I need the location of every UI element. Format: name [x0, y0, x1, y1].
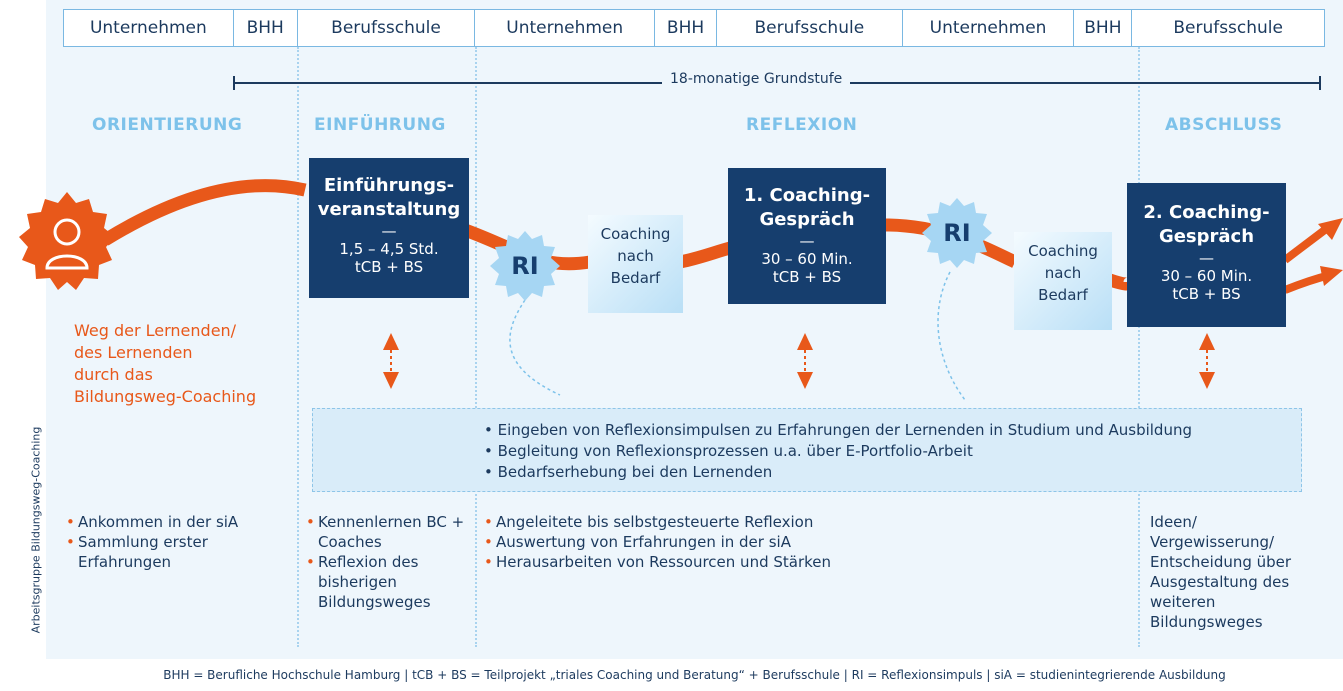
header-cell-unternehmen: Unternehmen [64, 10, 234, 46]
box-participants: tCB + BS [354, 258, 424, 276]
legend-footer: BHH = Berufliche Hochschule Hamburg | tC… [46, 659, 1343, 691]
box-line: nach [617, 247, 654, 265]
header-cell-berufsschule: Berufsschule [298, 10, 476, 46]
ri-label: RI [511, 252, 539, 280]
box-line: Coaching [600, 225, 671, 243]
box-dash: — [1199, 249, 1214, 267]
list-item: Kennenlernen BC + Coaches [306, 512, 466, 552]
box-duration: 30 – 60 Min. [1160, 267, 1253, 285]
box-duration: 1,5 – 4,5 Std. [339, 240, 439, 258]
list-item: Reflexion des bisherigen Bildungsweges [306, 552, 466, 612]
list-item: Auswertung von Erfahrungen in der siA [484, 532, 1124, 552]
box-dash: — [381, 222, 397, 240]
header-cell-unternehmen: Unternehmen [903, 10, 1075, 46]
orientierung-list: Ankommen in der siA Sammlung erster Erfa… [66, 512, 286, 572]
einfuehrungsveranstaltung-box: Einführungs- veranstaltung — 1,5 – 4,5 S… [309, 158, 469, 298]
divider [475, 47, 477, 647]
learner-path-caption: Weg der Lernenden/ des Lernenden durch d… [74, 320, 256, 408]
ri-badge-icon: RI [490, 231, 560, 301]
box-line: Bedarf [1038, 286, 1088, 304]
box-participants: tCB + BS [1172, 285, 1241, 303]
header-cell-berufsschule: Berufsschule [717, 10, 903, 46]
header-cell-bhh: BHH [234, 10, 298, 46]
box-title-line: Einführungs- [323, 175, 455, 196]
info-item: Eingeben von Reflexionsimpulsen zu Erfah… [484, 420, 1192, 441]
box-participants: tCB + BS [772, 268, 842, 286]
box-title-line: Gespräch [759, 209, 855, 230]
header-cell-bhh: BHH [655, 10, 717, 46]
einfuehrung-list: Kennenlernen BC + Coaches Reflexion des … [306, 512, 466, 612]
header-cell-berufsschule: Berufsschule [1173, 18, 1283, 38]
box-line: Coaching [1028, 242, 1098, 260]
credit-label: Arbeitsgruppe Bildungsweg-Coaching [29, 426, 43, 634]
phase-reflexion: REFLEXION [746, 115, 858, 135]
caption-line: durch das [74, 365, 153, 384]
reflexion-list: Angeleitete bis selbstgesteuerte Reflexi… [484, 512, 1124, 572]
caption-line: Bildungsweg-Coaching [74, 387, 257, 406]
grundstufe-label: 18-monatige Grundstufe [662, 71, 851, 87]
box-duration: 30 – 60 Min. [761, 250, 853, 268]
arrow-head-icon [1318, 218, 1343, 240]
double-arrow-icon [797, 333, 813, 389]
caption-line: Weg der Lernenden/ [74, 321, 237, 340]
caption-line: des Lernenden [74, 343, 193, 362]
ri-badge-icon: RI [922, 198, 992, 268]
double-arrow-icon [383, 333, 399, 389]
double-arrow-icon [1199, 333, 1215, 389]
phase-einfuehrung: EINFÜHRUNG [314, 115, 446, 135]
divider [297, 47, 299, 647]
person-icon [19, 192, 115, 290]
header-cell-unternehmen: Unternehmen [475, 10, 656, 46]
coaching-gespraech-2-box: 2. Coaching- Gespräch — 30 – 60 Min. tCB… [1127, 183, 1286, 327]
list-item: Angeleitete bis selbstgesteuerte Reflexi… [484, 512, 1124, 532]
phase-orientierung: ORIENTIERUNG [92, 115, 243, 135]
header-cell-bhh: BHH [1074, 10, 1133, 46]
box-title-line: veranstaltung [317, 199, 461, 220]
info-item: Bedarfserhebung bei den Lernenden [484, 462, 1192, 483]
bracket-end-tick [1319, 76, 1321, 90]
coaching-gespraech-1-box: 1. Coaching- Gespräch — 30 – 60 Min. tCB… [728, 168, 886, 304]
box-dash: — [799, 232, 815, 250]
phase-abschluss: ABSCHLUSS [1165, 115, 1283, 135]
header-row: Unternehmen BHH Berufsschule Unternehmen… [63, 9, 1325, 47]
abschluss-text: Ideen/ Vergewisserung/ Entscheidung über… [1150, 513, 1292, 631]
info-list: Eingeben von Reflexionsimpulsen zu Erfah… [484, 420, 1192, 483]
box-title-line: 2. Coaching- [1143, 202, 1270, 223]
ri-label: RI [943, 219, 971, 247]
bracket-start-tick [233, 76, 235, 90]
list-item: Sammlung erster Erfahrungen [66, 532, 286, 572]
coaching-nach-bedarf-box: Coaching nach Bedarf [1014, 232, 1112, 330]
list-item: Herausarbeiten von Ressourcen und Stärke… [484, 552, 1124, 572]
box-title-line: 1. Coaching- [743, 185, 871, 206]
background-panel [46, 0, 1343, 691]
box-title-line: Gespräch [1158, 226, 1255, 247]
arrow-head-icon [1320, 266, 1343, 286]
divider [1138, 47, 1140, 647]
list-item: Ankommen in der siA [66, 512, 286, 532]
box-line: Bedarf [610, 269, 661, 287]
box-line: nach [1044, 264, 1082, 282]
coaching-nach-bedarf-box: Coaching nach Bedarf [588, 215, 683, 313]
info-item: Begleitung von Reflexionsprozessen u.a. … [484, 441, 1192, 462]
